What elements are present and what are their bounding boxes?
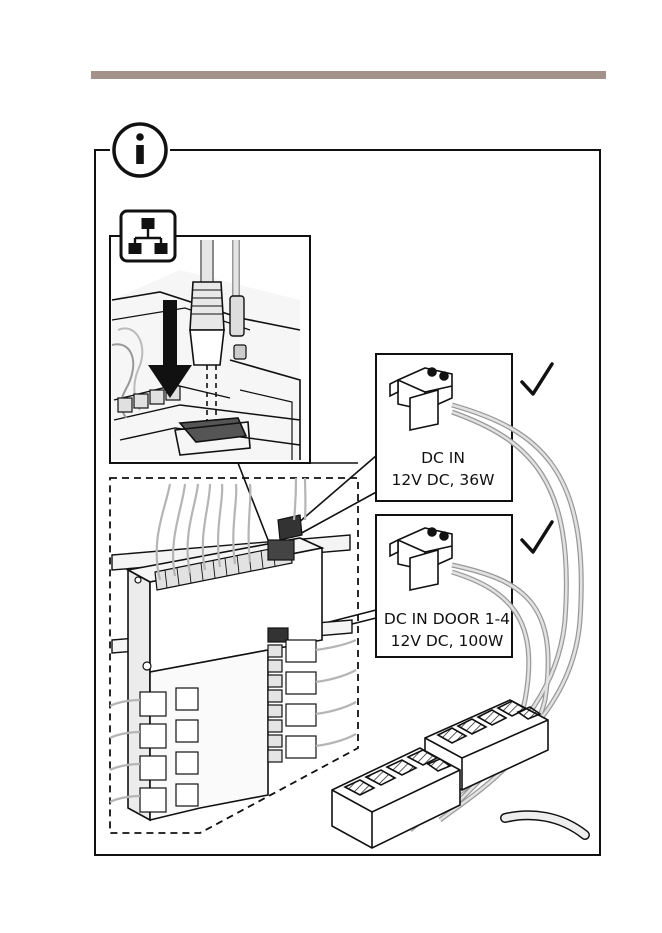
network-detail-inset xyxy=(110,236,310,463)
dc-in-door-title: DC IN DOOR 1-4 xyxy=(380,609,514,630)
dc-in-title: DC IN xyxy=(376,448,510,469)
checkmark-icon xyxy=(522,522,552,552)
dc-in-door-rating: 12V DC, 100W xyxy=(380,631,514,652)
info-icon xyxy=(114,124,166,176)
network-topology-icon xyxy=(121,211,175,261)
dc-in-rating: 12V DC, 36W xyxy=(376,470,510,491)
checkmark-icon xyxy=(522,364,552,394)
lever-terminal-block-left xyxy=(332,748,460,848)
